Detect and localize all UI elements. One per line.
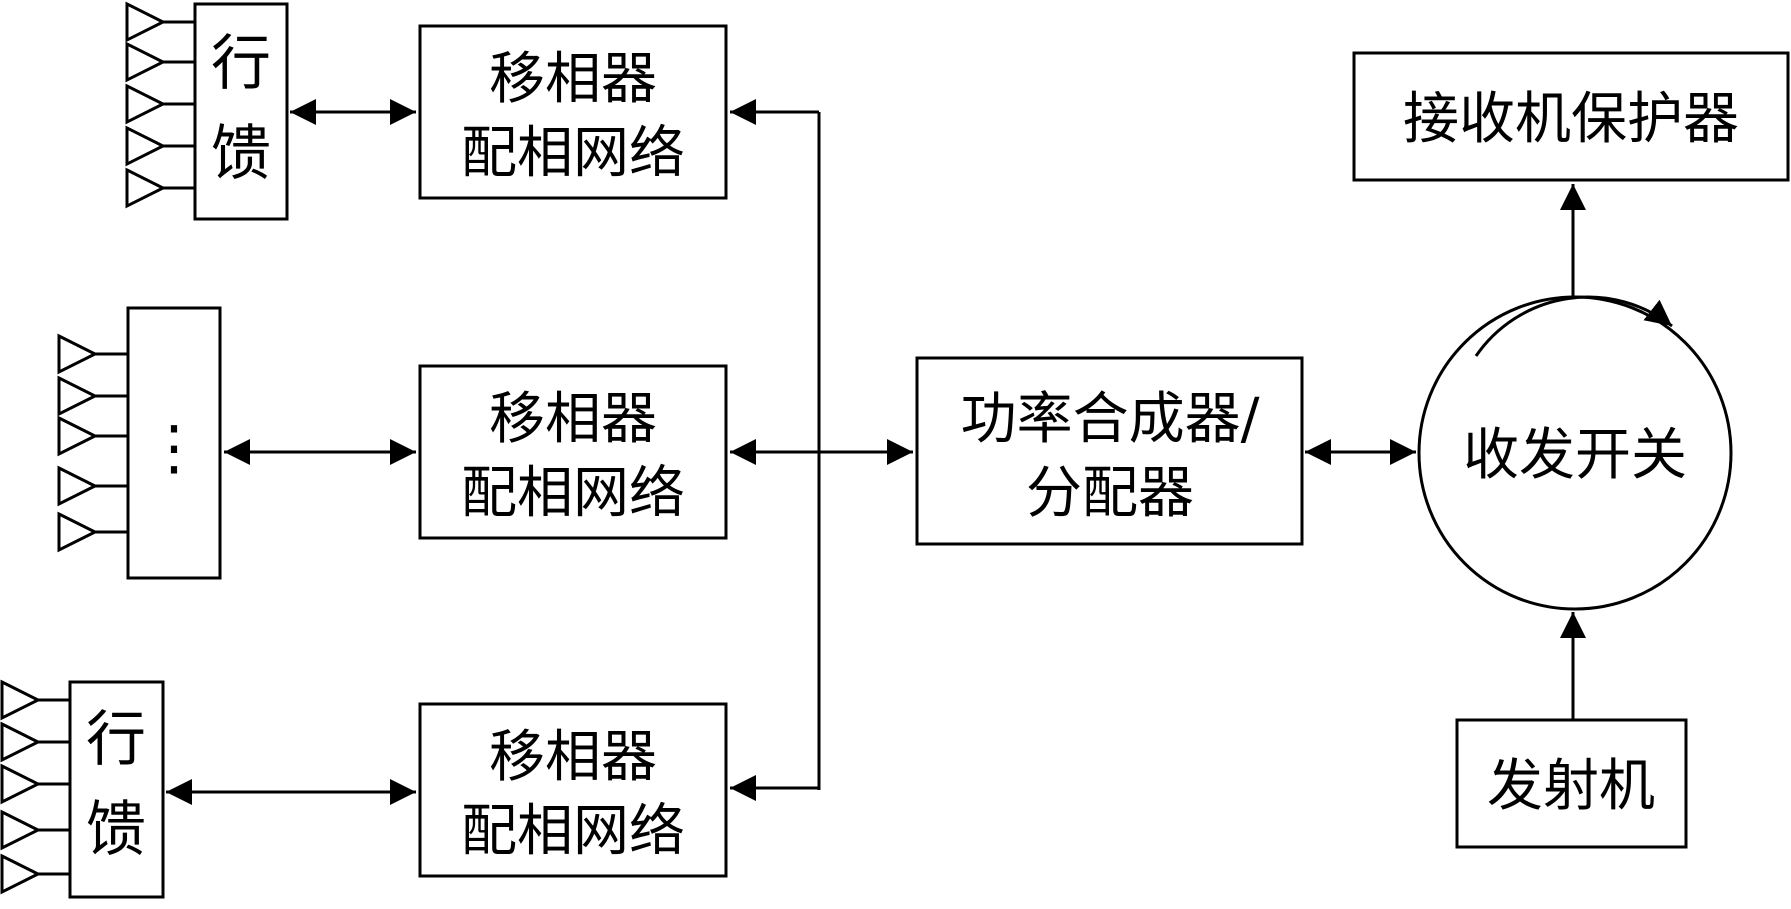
- middle-antenna-element: [57, 415, 99, 457]
- top-antenna-element: [125, 1, 167, 43]
- feed-bottom-char-1: 行: [86, 705, 146, 775]
- bottom-antenna-element: [0, 853, 42, 895]
- tr-switch-circulator: 收发开关: [1417, 295, 1733, 611]
- antenna-array-top: [125, 1, 195, 209]
- top-antenna-element: [125, 41, 167, 83]
- transmitter: 发射机: [1455, 718, 1688, 849]
- phase-bottom-line-2: 配相网络: [461, 799, 685, 864]
- top-antenna-element: [125, 83, 167, 125]
- traveling-feed-bottom: 行 馈: [68, 680, 165, 899]
- transmitter-label: 发射机: [1487, 754, 1655, 819]
- feed-bottom-char-2: 馈: [86, 795, 146, 865]
- middle-antenna-element: [57, 333, 99, 375]
- phase-shifter-top: 移相器 配相网络: [418, 24, 728, 200]
- phase-top-line-2: 配相网络: [461, 121, 685, 186]
- phase-middle-line-1: 移相器: [489, 387, 657, 452]
- feed-middle-ellipsis: ⋮: [144, 413, 204, 483]
- phase-shifter-middle: 移相器 配相网络: [418, 364, 728, 540]
- receiver-protector-label: 接收机保护器: [1403, 87, 1739, 152]
- combiner-line-1: 功率合成器/: [961, 387, 1260, 452]
- receiver-protector: 接收机保护器: [1352, 51, 1790, 182]
- bottom-antenna-element: [0, 763, 42, 805]
- traveling-feed-top: 行 馈: [193, 2, 289, 221]
- phase-top-line-1: 移相器: [489, 47, 657, 112]
- top-antenna-element: [125, 125, 167, 167]
- combiner-line-2: 分配器: [1026, 461, 1194, 526]
- antenna-array-bottom: [0, 679, 70, 895]
- antenna-array-middle: [57, 333, 128, 553]
- feed-top-char-2: 馈: [211, 119, 271, 189]
- circulator-direction-arrow: [1474, 295, 1673, 357]
- middle-antenna-element: [57, 465, 99, 507]
- top-antenna-element: [125, 167, 167, 209]
- bottom-antenna-element: [0, 809, 42, 851]
- middle-antenna-element: [57, 511, 99, 553]
- connections: [166, 99, 1586, 805]
- phase-bottom-line-1: 移相器: [489, 725, 657, 790]
- middle-antenna-element: [57, 375, 99, 417]
- feed-top-char-1: 行: [211, 29, 271, 99]
- bottom-antenna-element: [0, 721, 42, 763]
- bottom-antenna-element: [0, 679, 42, 721]
- feed-middle: ⋮: [126, 306, 222, 580]
- phase-middle-line-2: 配相网络: [461, 461, 685, 526]
- phase-shifter-bottom: 移相器 配相网络: [418, 702, 728, 878]
- circulator-label: 收发开关: [1463, 423, 1687, 488]
- power-combiner-divider: 功率合成器/ 分配器: [915, 356, 1304, 546]
